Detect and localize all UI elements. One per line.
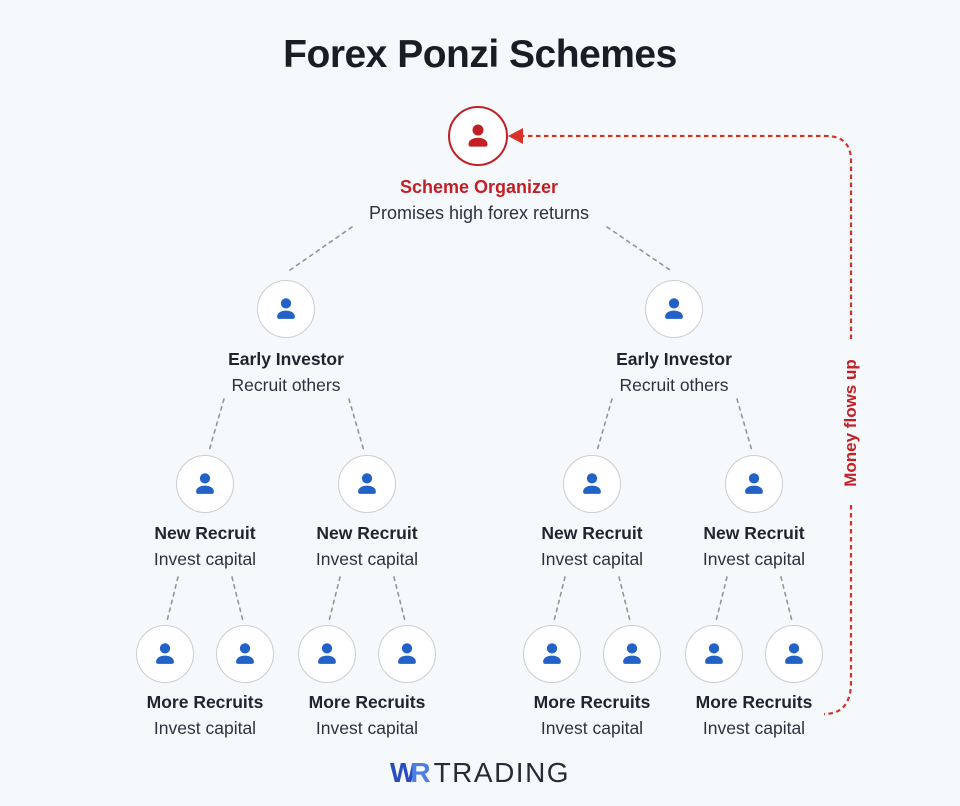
new-recruit-circle: [176, 455, 234, 513]
more-recruits-label: More Recruits Invest capital: [257, 689, 477, 741]
node-title: Scheme Organizer: [399, 177, 559, 197]
person-icon: [578, 470, 606, 498]
person-icon: [151, 640, 179, 668]
node-subtitle: Recruit others: [231, 375, 341, 395]
node-subtitle: Invest capital: [153, 718, 257, 738]
node-subtitle: Invest capital: [315, 718, 419, 738]
new-recruit-circle: [563, 455, 621, 513]
node-title: New Recruit: [541, 523, 643, 543]
new-recruit-label: New Recruit Invest capital: [482, 520, 702, 572]
node-title: More Recruits: [146, 692, 264, 712]
more-recruits-circle: [298, 625, 356, 683]
scheme-organizer-label: Scheme Organizer Promises high forex ret…: [329, 174, 629, 226]
new-recruit-label: New Recruit Invest capital: [644, 520, 864, 572]
more-recruits-circle: [136, 625, 194, 683]
scheme-organizer-circle: [448, 106, 508, 166]
early-investor-label: Early Investor Recruit others: [176, 346, 396, 398]
money-flow-arrow: [520, 134, 853, 716]
page-title: Forex Ponzi Schemes: [283, 33, 677, 76]
node-subtitle: Invest capital: [540, 549, 644, 569]
more-recruits-label: More Recruits Invest capital: [644, 689, 864, 741]
node-title: Early Investor: [228, 349, 344, 369]
node-subtitle: Promises high forex returns: [368, 203, 590, 223]
logo-letter-w: W: [389, 757, 416, 788]
person-icon: [272, 295, 300, 323]
node-title: New Recruit: [703, 523, 805, 543]
arrowhead-icon: [508, 128, 523, 144]
more-recruits-circle: [378, 625, 436, 683]
node-subtitle: Invest capital: [702, 718, 806, 738]
person-icon: [538, 640, 566, 668]
node-title: More Recruits: [695, 692, 813, 712]
node-subtitle: Invest capital: [702, 549, 806, 569]
more-recruits-circle: [765, 625, 823, 683]
node-subtitle: Invest capital: [153, 549, 257, 569]
person-icon: [393, 640, 421, 668]
more-recruits-label: More Recruits Invest capital: [95, 689, 315, 741]
person-icon: [313, 640, 341, 668]
person-icon: [740, 470, 768, 498]
node-title: More Recruits: [533, 692, 651, 712]
early-investor-circle: [257, 280, 315, 338]
person-icon: [353, 470, 381, 498]
money-flows-up-label: Money flows up: [841, 359, 860, 487]
node-title: New Recruit: [154, 523, 256, 543]
person-icon: [463, 121, 493, 151]
node-title: More Recruits: [308, 692, 426, 712]
node-subtitle: Recruit others: [619, 375, 729, 395]
more-recruits-circle: [216, 625, 274, 683]
node-subtitle: Invest capital: [540, 718, 644, 738]
more-recruits-circle: [523, 625, 581, 683]
node-subtitle: Invest capital: [315, 549, 419, 569]
logo-letter-r: R: [410, 757, 431, 788]
logo-trading-text: TRADING: [433, 757, 571, 788]
early-investor-circle: [645, 280, 703, 338]
new-recruit-label: New Recruit Invest capital: [95, 520, 315, 572]
new-recruit-label: New Recruit Invest capital: [257, 520, 477, 572]
node-title: Early Investor: [616, 349, 732, 369]
person-icon: [780, 640, 808, 668]
more-recruits-circle: [603, 625, 661, 683]
more-recruits-circle: [685, 625, 743, 683]
more-recruits-label: More Recruits Invest capital: [482, 689, 702, 741]
person-icon: [231, 640, 259, 668]
node-title: New Recruit: [316, 523, 418, 543]
person-icon: [700, 640, 728, 668]
person-icon: [618, 640, 646, 668]
person-icon: [660, 295, 688, 323]
new-recruit-circle: [725, 455, 783, 513]
new-recruit-circle: [338, 455, 396, 513]
early-investor-label: Early Investor Recruit others: [564, 346, 784, 398]
tree-connectors: [166, 226, 793, 622]
person-icon: [191, 470, 219, 498]
